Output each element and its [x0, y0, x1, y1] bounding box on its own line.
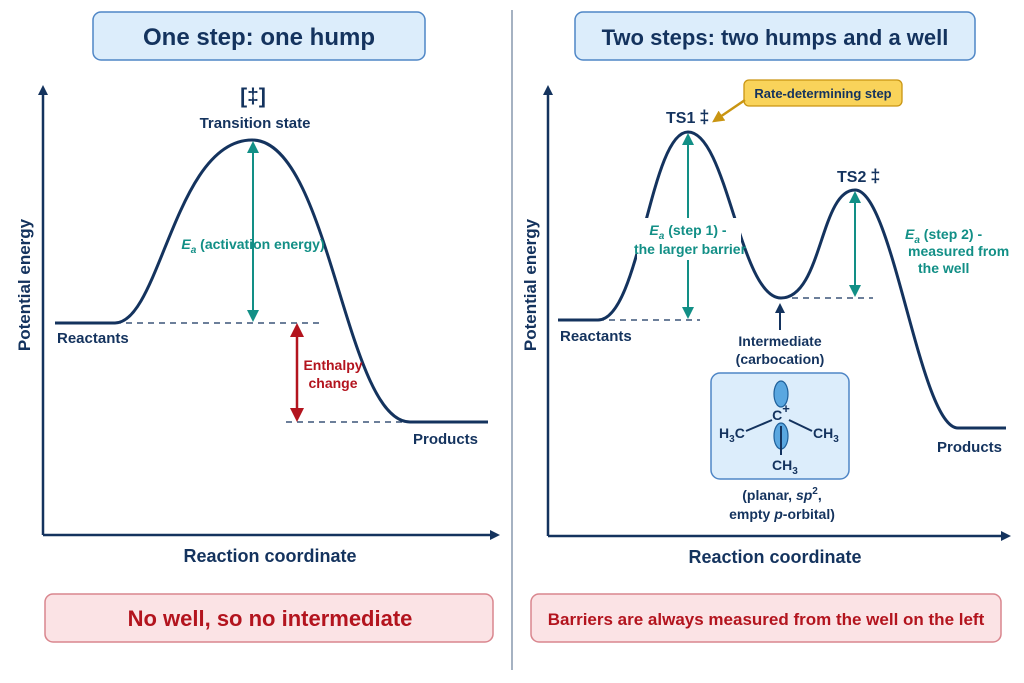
- right-ts1-label: TS1‡: [666, 107, 709, 127]
- left-panel: One step: one hump Potential energy Reac…: [15, 11, 500, 643]
- left-title-box: [92, 11, 426, 61]
- carbocation-right-methyl: CH3: [813, 425, 839, 445]
- rds-callout-box: [743, 79, 903, 107]
- carbocation-bottom-methyl: CH3: [772, 457, 798, 477]
- p-orbital-top-lobe: [773, 380, 789, 408]
- rds-callout-label: Rate-determining step: [754, 86, 891, 101]
- left-energy-curve: [55, 138, 488, 424]
- left-title: One step: one hump: [143, 24, 375, 51]
- left-x-label: Reaction coordinate: [183, 546, 356, 566]
- left-ts-label: Transition state: [200, 115, 311, 132]
- left-footer: No well, so no intermediate: [128, 606, 413, 631]
- right-energy-curve: [558, 130, 1006, 430]
- left-enthalpy-line2: change: [308, 375, 357, 391]
- left-y-label: Potential energy: [15, 218, 34, 351]
- right-y-label: Potential energy: [521, 218, 540, 351]
- right-reactants-label: Reactants: [560, 328, 632, 345]
- left-reactants-label: Reactants: [57, 330, 129, 347]
- right-products-label: Products: [937, 439, 1002, 456]
- carbocation-carbon: C+: [772, 401, 790, 423]
- left-enthalpy-line1: Enthalpy: [303, 357, 362, 373]
- carbocation-left-methyl: H3C: [719, 425, 745, 445]
- intermediate-line2: (carbocation): [736, 351, 825, 367]
- intermediate-line1: Intermediate: [738, 333, 821, 349]
- bond-left: [745, 419, 773, 432]
- right-ea1-line1: Ea (step 1) -: [649, 222, 726, 242]
- right-ea2-line2: measured from: [908, 243, 1009, 259]
- bond-right: [788, 419, 813, 432]
- left-ts-bracket: [‡]: [240, 85, 266, 108]
- right-ea1-line2: the larger barrier: [634, 241, 747, 257]
- right-ts2-label: TS2‡: [837, 166, 880, 186]
- right-title: Two steps: two humps and a well: [602, 25, 949, 50]
- left-products-label: Products: [413, 431, 478, 448]
- right-ea2-line3: the well: [918, 260, 969, 276]
- right-ea2-line1: Ea (step 2) -: [905, 226, 982, 246]
- left-footer-box: [44, 593, 494, 643]
- right-footer: Barriers are always measured from the we…: [548, 610, 985, 629]
- carbocation-note-line2: empty p-orbital): [729, 506, 835, 522]
- rds-pointer-arrow: [712, 98, 746, 123]
- right-title-box: [574, 11, 976, 61]
- right-ea1-label-bg: [637, 218, 741, 260]
- carbocation-note-line1: (planar, sp2,: [742, 486, 821, 503]
- right-x-label: Reaction coordinate: [688, 547, 861, 567]
- left-ea-label: Ea (activation energy): [181, 236, 324, 256]
- right-panel: Two steps: two humps and a well Potentia…: [521, 11, 1011, 643]
- right-footer-box: [530, 593, 1002, 643]
